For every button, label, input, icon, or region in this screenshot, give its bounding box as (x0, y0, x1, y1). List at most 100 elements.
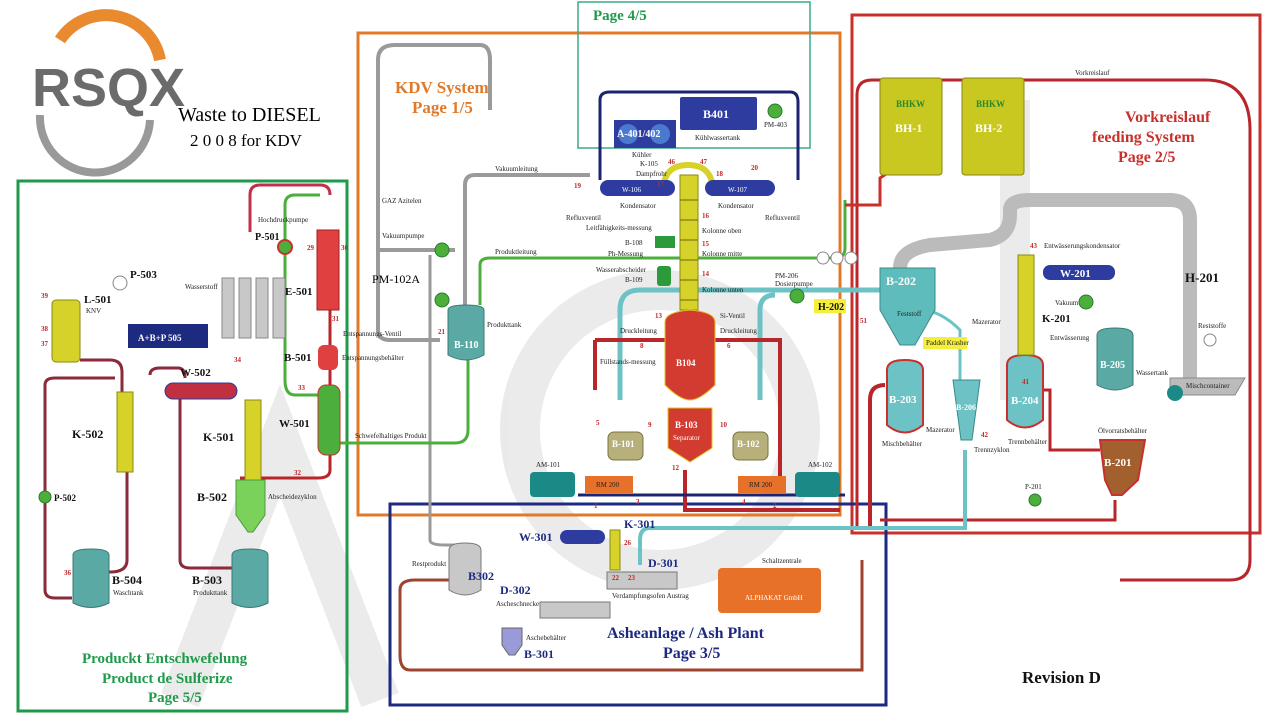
vessel-b102[interactable] (732, 431, 769, 461)
label-druckleitung-1: Druckleitung (620, 327, 657, 335)
heater-e501[interactable] (316, 229, 340, 311)
column-k105[interactable] (679, 174, 699, 311)
control-center[interactable] (718, 568, 821, 613)
pipe-wash (43, 376, 115, 600)
stream-number: 15 (702, 240, 710, 248)
column-k301[interactable] (609, 529, 621, 571)
stream-number: 12 (672, 464, 680, 472)
pump-pm403[interactable] (767, 103, 783, 119)
page4-label: Page 4/5 (593, 8, 647, 24)
motor-am101[interactable] (530, 472, 575, 497)
pump-pm206[interactable] (789, 288, 805, 304)
ash-page: Page 3/5 (663, 645, 720, 662)
label-b501: B-501 (284, 352, 312, 364)
pump-vacuum-2[interactable] (434, 292, 450, 308)
separator-l501[interactable] (51, 299, 81, 363)
label-druckleitung-2: Druckleitung (720, 327, 757, 335)
container-b301[interactable] (501, 627, 523, 656)
vessel-b101[interactable] (607, 431, 644, 461)
label-produkttank-b110: Produkttank (487, 321, 522, 329)
frame-product (16, 179, 349, 713)
pipe-solids-conveyor (893, 193, 1197, 390)
column-k502[interactable] (116, 391, 134, 473)
label-si-ventil: Si-Ventil (720, 312, 745, 320)
pipe-oil-return (880, 500, 1117, 522)
stream-number: 43 (1030, 242, 1038, 250)
separator-b204[interactable] (1006, 353, 1044, 429)
pipe-vacuum (376, 43, 492, 342)
separator-b103[interactable] (667, 407, 713, 463)
label-mischbehaelter: Mischbehälter (882, 440, 923, 448)
ash-title: Asheanlage / Ash Plant (607, 625, 765, 642)
paddle-crusher[interactable] (923, 337, 967, 349)
exchanger-w501[interactable] (317, 384, 341, 456)
tank-b201[interactable] (1098, 439, 1147, 496)
chp-bh1[interactable] (879, 77, 943, 176)
hopper-b202[interactable] (879, 267, 936, 346)
label-wasserabscheider: Wasserabscheider (596, 266, 647, 274)
stream-number: 13 (655, 312, 663, 320)
pump-rm200-1[interactable] (585, 476, 633, 493)
motor-am102[interactable] (795, 472, 840, 497)
cyclone-b206[interactable] (952, 379, 981, 441)
label-b302: B302 (468, 569, 494, 583)
label-h201: H-201 (1185, 270, 1219, 285)
column-k201[interactable] (1017, 254, 1035, 356)
pump-rm200-2[interactable] (738, 476, 786, 493)
label-b101: B-101 (612, 439, 635, 449)
tank-b503[interactable] (231, 548, 269, 608)
label-b203: B-203 (889, 394, 917, 406)
reststoffe-hopper (1203, 333, 1217, 347)
fan-icon (650, 124, 670, 144)
label-restprodukt: Restprodukt (412, 560, 446, 568)
pipe-vorkreislauf (855, 78, 1252, 582)
tank-b110[interactable] (447, 304, 485, 361)
unit-abp505[interactable] (128, 324, 208, 348)
fan-icon (618, 124, 638, 144)
label-reststoffe: Reststoffe (1198, 322, 1226, 330)
tank-b205[interactable] (1096, 327, 1134, 391)
dosing-hopper (816, 251, 830, 265)
stream-number: 39 (41, 292, 49, 300)
condenser-w301[interactable] (560, 530, 605, 544)
label-w107: W-107 (728, 186, 748, 194)
separator-b109[interactable] (657, 266, 671, 286)
label-b301: B-301 (524, 647, 554, 661)
label-knv: KNV (86, 307, 101, 315)
label-b108: B-108 (625, 239, 643, 247)
column-k501[interactable] (244, 399, 262, 481)
label-separator: Separator (673, 434, 700, 442)
hopper-h202[interactable] (814, 299, 846, 313)
label-abp505: A+B+P 505 (138, 333, 182, 343)
pump-p201[interactable] (1028, 493, 1042, 507)
condenser-w107[interactable] (705, 180, 775, 196)
tank-b504[interactable] (72, 548, 110, 608)
vessel-b501[interactable] (318, 345, 338, 370)
cylinder (221, 277, 235, 339)
cylinder (272, 277, 286, 339)
pump-p501[interactable] (277, 239, 293, 255)
tank-b401[interactable] (680, 97, 757, 130)
label-verdampfungsofen: Verdampfungsofen Austrag (612, 592, 689, 600)
frame-feeding (850, 13, 1262, 535)
conductivity-b108[interactable] (655, 236, 675, 248)
pump-vacuum-1[interactable] (434, 242, 450, 258)
tank-b302[interactable] (448, 542, 482, 596)
condenser-w502[interactable] (164, 382, 238, 400)
condenser-w201[interactable] (1043, 265, 1115, 280)
reactor-b104[interactable] (664, 309, 716, 401)
pump-vacuum-201[interactable] (1078, 294, 1094, 310)
pump-p503[interactable] (112, 275, 128, 291)
label-refluxventil-2: Refluxventil (765, 214, 800, 222)
header-title: Waste to DIESEL (178, 104, 321, 126)
mixer-b203[interactable] (886, 358, 924, 434)
label-bh1: BH-1 (895, 121, 922, 135)
furnace-d301[interactable] (606, 571, 678, 590)
chp-bh2[interactable] (961, 77, 1025, 176)
pump-p502[interactable] (38, 490, 52, 504)
label-p201: P-201 (1025, 483, 1042, 491)
frame-kdv (356, 31, 842, 517)
cyclone-b502[interactable] (235, 479, 266, 533)
condenser-w106[interactable] (600, 180, 675, 196)
screw-d302[interactable] (539, 601, 611, 619)
